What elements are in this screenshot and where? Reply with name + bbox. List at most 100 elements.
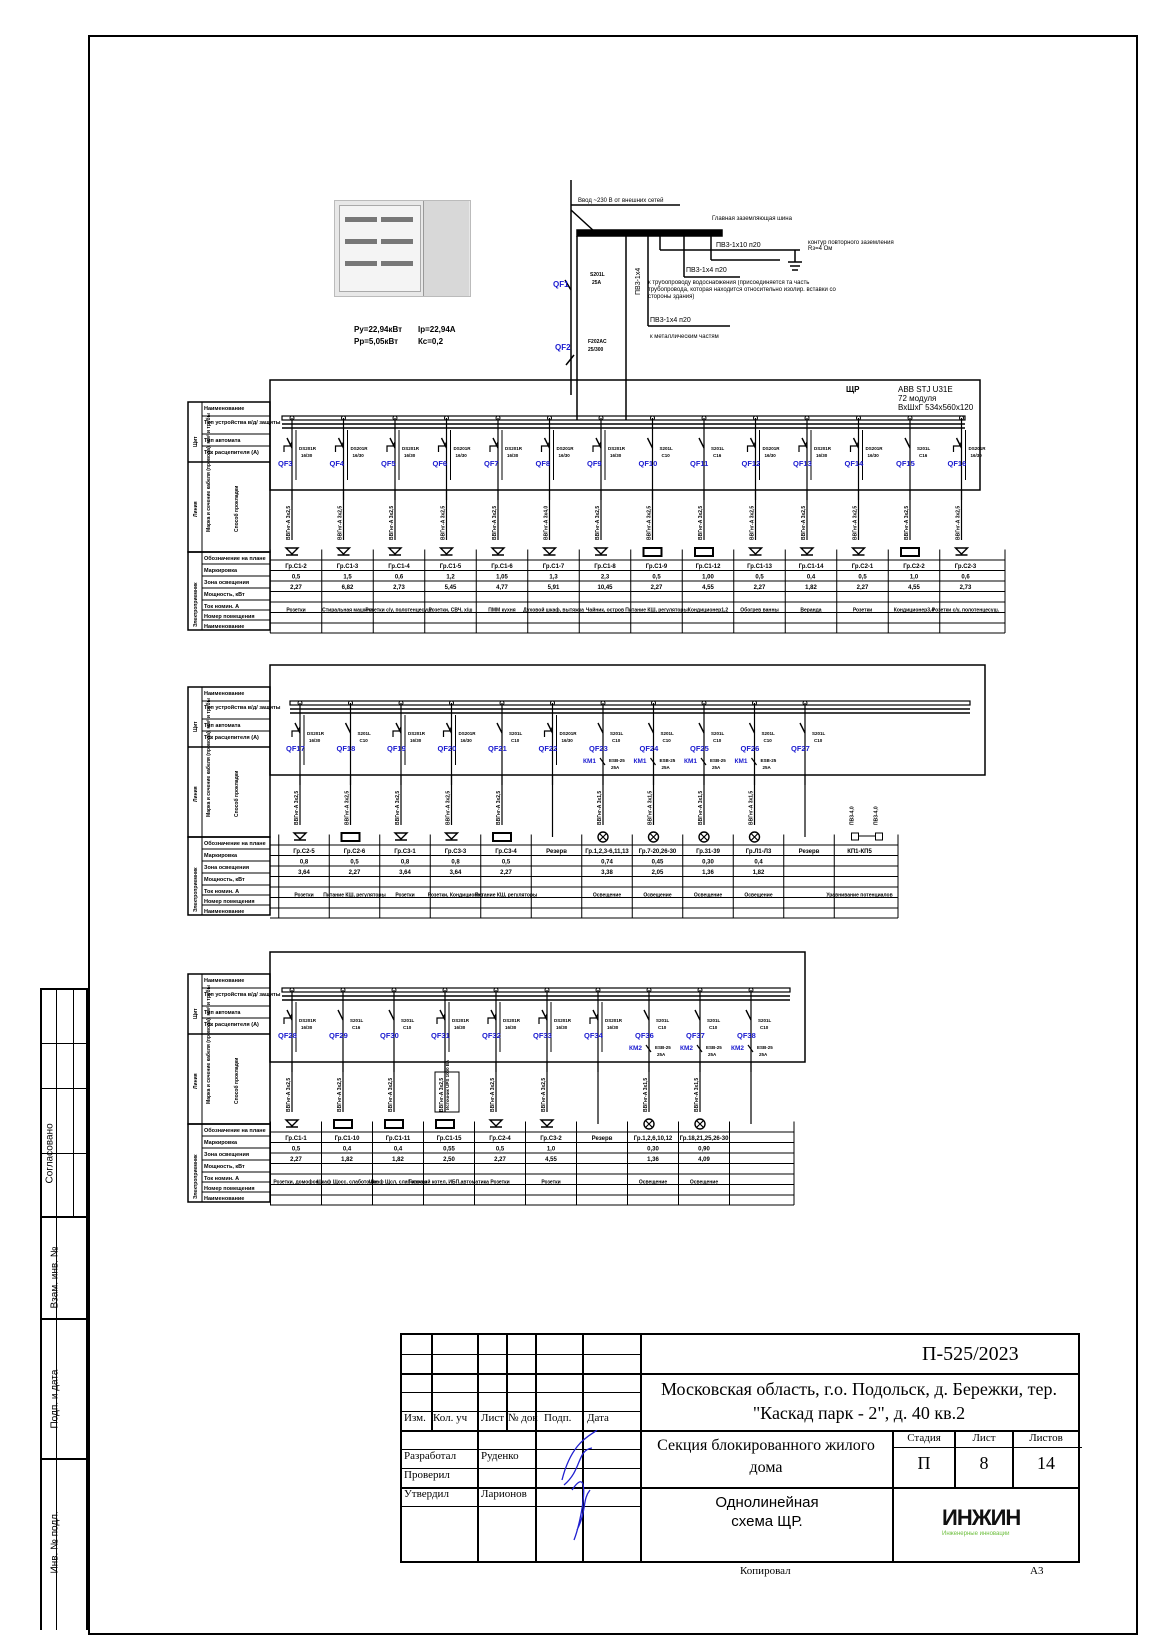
pe-terminal [875, 832, 883, 841]
cable-label: ВВГнг-А 3х1,5 [694, 1078, 700, 1112]
pe-cable-a: ПВ3-4,0 [850, 806, 856, 825]
lamp-icon [643, 1118, 655, 1130]
group-shield: Щит [193, 436, 199, 447]
doc-object: Секция блокированного жилого дома [657, 1437, 875, 1476]
role-developed: Разработал [404, 1450, 457, 1462]
pe3-label: ПВ3-1х4 п20 [650, 317, 691, 324]
rcd-symbol [442, 726, 453, 737]
qf1-type: S201L [590, 272, 605, 278]
contactor-contact [700, 757, 707, 766]
rcd-symbol [589, 1013, 599, 1024]
zone-cell: Гр.С1-4 [388, 564, 410, 570]
zone-cell: Резерв [799, 849, 820, 855]
amps-cell: 6,82 [342, 585, 354, 591]
panel-label: ЩР [846, 385, 860, 394]
row-header-label: Тип устройства в/д/ защиты [204, 991, 281, 998]
breaker-contact [904, 437, 911, 449]
neutral-bus [289, 700, 971, 706]
breaker-type: S201L [762, 731, 776, 736]
row-header-label: Тип автомата [204, 438, 241, 444]
breaker-contact [592, 1009, 599, 1021]
neutral-bus [281, 987, 791, 993]
doc-address: Московская область, г.о. Подольск, д. Бе… [660, 1379, 1058, 1423]
consumer-cell: Освещение [639, 1180, 668, 1186]
breaker-rating: 16/30 [556, 1025, 568, 1030]
rcd-symbol [283, 441, 293, 452]
breaker-type: DS201R [408, 731, 426, 736]
equipment-box-icon [694, 547, 714, 557]
amps-cell: 3,38 [601, 870, 613, 876]
amps-cell: 4,55 [545, 1157, 557, 1163]
power-cell: 1,00 [702, 575, 714, 581]
rcd-symbol [849, 441, 860, 452]
row-header-label: Зона освещения [204, 580, 249, 586]
group-receiver: Электроприемник [193, 582, 199, 627]
amps-cell: 2,27 [494, 1157, 506, 1163]
contactor-contact [645, 1044, 652, 1053]
pe1-label: ПВ3-1х10 п20 [716, 242, 761, 249]
breaker-contact [440, 437, 448, 449]
amps-cell: 2,27 [290, 585, 302, 591]
amps-cell: 2,27 [754, 585, 766, 591]
qf1-rating: 25А [592, 280, 602, 286]
socket-icon [488, 1119, 504, 1128]
breaker-rating: 16/30 [410, 738, 422, 743]
amps-cell: 2,05 [652, 870, 664, 876]
rcd-symbol [437, 441, 448, 452]
breaker-rating: C10 [658, 1025, 667, 1030]
copied-label: Копировал [740, 1565, 791, 1577]
col-izm: Изм. [404, 1412, 426, 1424]
amps-cell: 2,73 [393, 585, 405, 591]
breaker-contact [445, 722, 453, 734]
socket-icon [593, 547, 609, 556]
contactor-id: КМ1 [735, 758, 748, 765]
amps-cell: 4,77 [496, 585, 508, 591]
equipment-box-icon [384, 1119, 404, 1129]
socket-icon [850, 547, 867, 556]
zone-cell: Гр.1,2,6,10,12 [634, 1136, 673, 1142]
breaker-rating: 16/30 [353, 453, 365, 458]
zone-cell: Гр.С3-3 [445, 849, 467, 855]
consumer-cell: Розетки [541, 1180, 560, 1186]
breaker-contact [643, 1009, 650, 1021]
consumer-cell: Кондиционер3,4 [894, 608, 935, 614]
row-header-label: Ток номин. А [204, 604, 239, 610]
power-cell: 1,0 [547, 1147, 556, 1153]
metal-note: к металлическим частям [650, 334, 719, 340]
enclosure-box [269, 951, 806, 1063]
row-header-label: Тип автомата [204, 723, 241, 729]
cable-label: ВВГнг-А 3х1,5 [643, 1078, 649, 1112]
name-approved: Ларионов [481, 1488, 527, 1500]
contactor-contact [650, 757, 656, 766]
breaker-rating: C16 [352, 1025, 361, 1030]
equipment-box-icon [333, 1119, 353, 1129]
breaker-id: QF19 [387, 744, 406, 753]
zone-cell: Гр.С3-4 [495, 849, 517, 855]
power-cell: 0,4 [343, 1147, 352, 1153]
zone-cell: Гр.С2-2 [903, 564, 925, 570]
amps-cell: 3,64 [450, 870, 462, 876]
breaker-type: S201L [358, 731, 372, 736]
breaker-id: QF28 [278, 1031, 297, 1040]
breaker-type: DS201R [459, 731, 477, 736]
role-checked: Проверил [404, 1469, 450, 1481]
cable-label: ВВГнг-А 3х4,0 [544, 506, 550, 540]
row-header-label: Тип устройства в/д/ защиты [204, 704, 281, 711]
contactor-type: ESB-25 [710, 758, 726, 763]
rcd-symbol [386, 441, 396, 452]
contactor-id: КМ2 [629, 1045, 642, 1052]
cable-label: ВВГнг-А 3х2,5 [286, 1078, 292, 1112]
power-cell: 0,5 [496, 1147, 505, 1153]
power-cell: 0,5 [858, 575, 867, 581]
consumer-cell: Розетки, домофон [273, 1179, 318, 1186]
cable-label: ВВГнг-А 3х2,5 [441, 506, 447, 540]
zone-cell: Гр.7-20,26-30 [639, 849, 677, 855]
contactor-contact [747, 1044, 754, 1053]
socket-icon [953, 547, 970, 556]
row-header-label: Наименование [204, 406, 244, 412]
consumer-cell: ПММ кухня [488, 608, 515, 614]
cable-label: ВВГнг-А 3х2,5 [388, 1078, 394, 1112]
socket-icon [490, 547, 506, 556]
row-header-label: Маркировка [204, 568, 238, 574]
lamp-cross [649, 833, 658, 841]
